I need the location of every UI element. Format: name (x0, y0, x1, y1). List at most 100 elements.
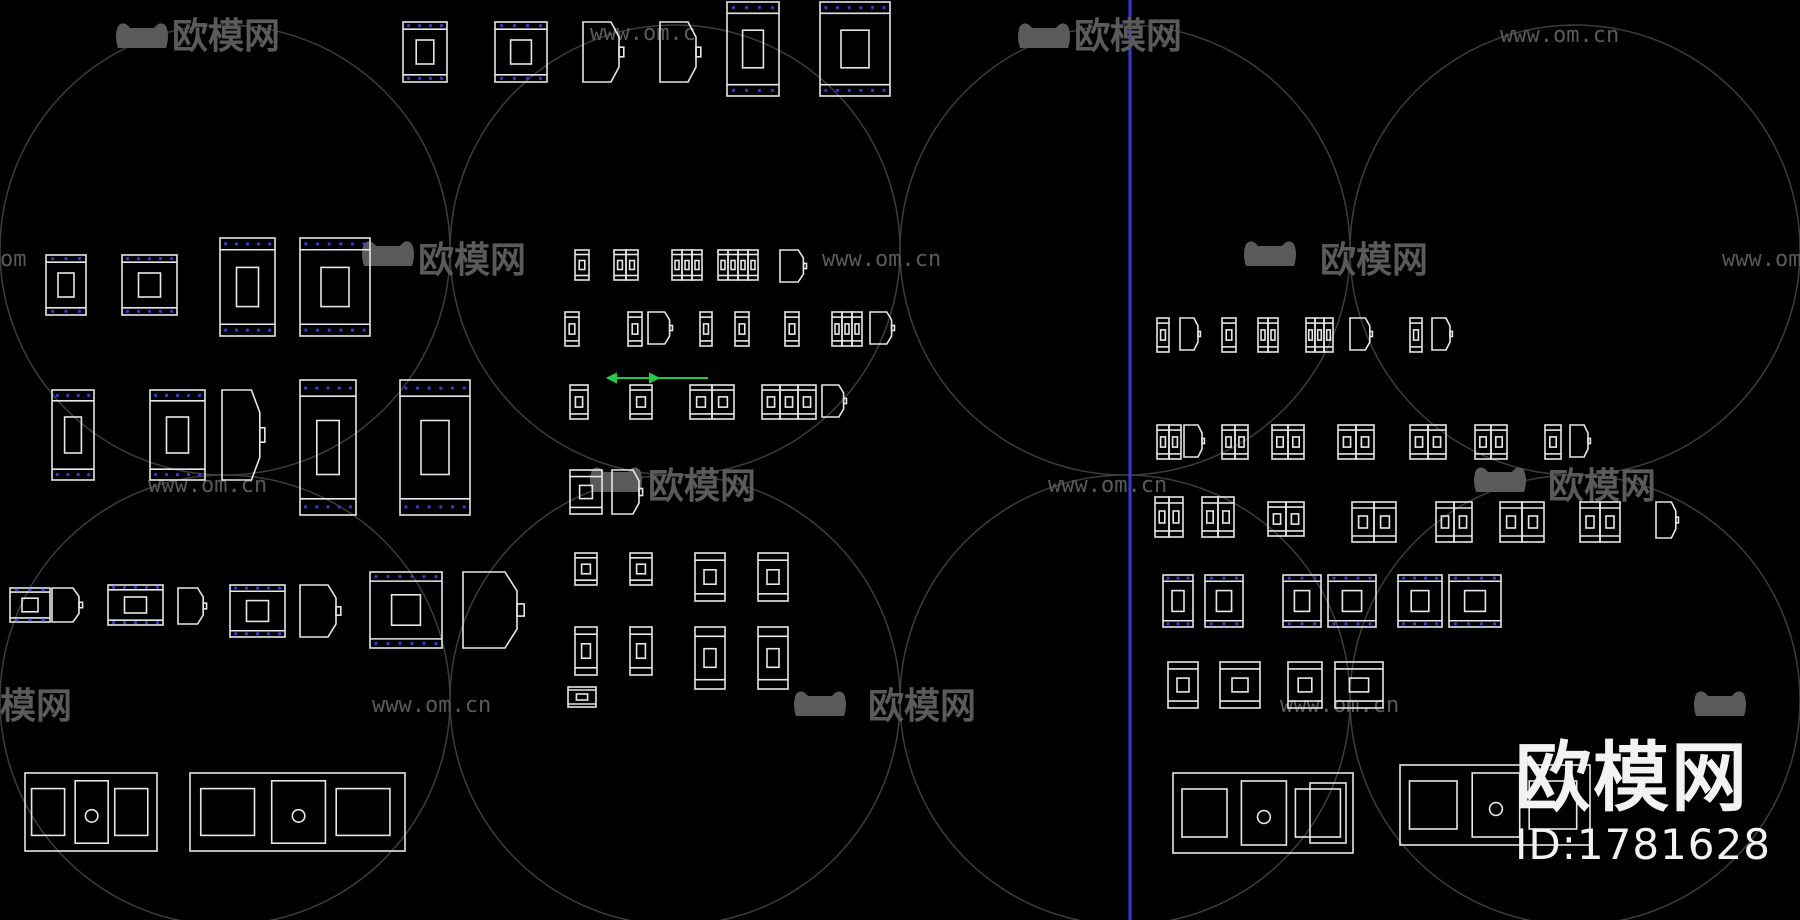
din-module-group (629, 552, 653, 586)
din-module-group (567, 686, 597, 708)
din-module-group (1257, 317, 1279, 353)
breaker-symbol (45, 254, 87, 316)
watermark-layer: 欧模网 www.om.c 欧模网 www.om.cn om 欧模网 www.om… (0, 16, 1800, 727)
sofa-icon (1474, 467, 1526, 492)
breaker-symbol (9, 587, 51, 623)
dimension-line (605, 372, 708, 384)
din-module-group (1221, 317, 1237, 353)
breaker-side-view (869, 311, 896, 345)
breaker-symbol (1448, 574, 1502, 628)
din-module-group (757, 626, 789, 690)
din-module-group (1201, 496, 1235, 538)
din-module-group (671, 249, 703, 281)
breaker-side-view (299, 584, 342, 638)
din-module-group (629, 626, 653, 676)
din-module-group (1305, 317, 1334, 353)
transfer-switch-panel (1172, 772, 1354, 854)
din-module-group (629, 384, 653, 420)
breaker-side-view (1183, 424, 1206, 458)
watermark-circles (0, 24, 1800, 920)
breaker-side-view (659, 21, 702, 83)
din-module-group (1409, 424, 1447, 460)
din-module-group (1156, 424, 1182, 460)
din-module-group (757, 552, 789, 602)
breaker-symbol (494, 21, 548, 83)
din-module-group (1579, 501, 1621, 543)
breaker-symbol (819, 1, 891, 97)
breaker-symbol (369, 571, 443, 649)
transfer-switch-panel (24, 772, 158, 852)
breaker-symbol (1397, 574, 1443, 628)
din-module-group (627, 311, 643, 347)
din-module-group (1167, 661, 1199, 709)
transfer-switch-panel (189, 772, 406, 852)
din-module-group (699, 311, 713, 347)
breaker-symbol (219, 237, 276, 337)
din-module-group (694, 626, 726, 690)
watermark-brand: 欧模网 (648, 466, 756, 507)
watermark-url: www.om.cn (1500, 23, 1619, 48)
din-module-group (564, 311, 580, 347)
din-module-group (569, 384, 589, 420)
watermark-url: www.om.cn (372, 693, 491, 718)
breaker-side-view (1431, 317, 1454, 351)
din-module-group (574, 626, 598, 676)
din-module-group (1156, 317, 1170, 353)
sofa-icon (590, 467, 642, 492)
breaker-side-view (1569, 424, 1592, 458)
sofa-icon (1244, 241, 1296, 266)
din-module-group (1271, 424, 1305, 460)
din-module-group (574, 249, 590, 281)
breaker-symbol (149, 389, 206, 481)
watermark-url: www.om.cn (1280, 693, 1399, 718)
breaker-symbol (229, 584, 286, 638)
din-module-group (1337, 424, 1375, 460)
breaker-side-view (611, 469, 644, 515)
sofa-icon (1018, 23, 1070, 48)
din-module-group (1351, 501, 1397, 543)
breaker-side-view (1655, 501, 1680, 539)
watermark-brand: 欧模网 (172, 16, 280, 57)
breaker-symbol (399, 379, 471, 516)
breaker-side-view (51, 587, 84, 623)
din-module-group (1154, 496, 1184, 538)
din-module-group (1221, 424, 1249, 460)
breaker-symbol (299, 237, 371, 337)
watermark-url: www.om.cn (1048, 473, 1167, 498)
din-module-group (784, 311, 800, 347)
breaker-side-view (821, 384, 848, 418)
watermark-url: www.om.cn (148, 473, 267, 498)
din-module-group (689, 384, 735, 420)
sofa-icon (116, 23, 168, 48)
din-module-group (1544, 424, 1562, 460)
watermark-brand: 欧模网 (1320, 240, 1428, 281)
brand-stamp: 欧模网 ID:1781628 (1515, 735, 1795, 869)
transfer-switch-panel (1399, 764, 1591, 846)
breaker-symbol (1327, 574, 1377, 628)
breaker-symbol (1282, 574, 1322, 628)
din-module-group (717, 249, 759, 281)
watermark-brand-fragment: 模网 (0, 686, 72, 727)
breaker-symbol (726, 1, 780, 97)
watermark-brand: 欧模网 (418, 240, 526, 281)
din-module-group (831, 311, 863, 347)
breaker-symbol (107, 584, 164, 626)
din-module-group (613, 249, 639, 281)
watermark-brand: 欧模网 (1074, 16, 1182, 57)
breaker-side-view (221, 389, 266, 481)
breaker-symbol (402, 21, 448, 83)
breaker-symbol (299, 379, 357, 516)
brand-name: 欧模网 (1515, 733, 1749, 822)
breaker-side-view (177, 587, 208, 625)
breaker-symbol (51, 389, 95, 481)
breaker-symbol (1162, 574, 1194, 628)
din-module-group (1219, 661, 1261, 709)
watermark-url: www.om.c (590, 21, 696, 46)
watermark-url-fragment: om (0, 247, 27, 272)
breaker-symbol (121, 254, 178, 316)
breaker-side-view (582, 21, 625, 83)
breaker-side-view (647, 311, 674, 345)
sofa-icon (1694, 691, 1746, 716)
din-module-group (1287, 661, 1323, 709)
